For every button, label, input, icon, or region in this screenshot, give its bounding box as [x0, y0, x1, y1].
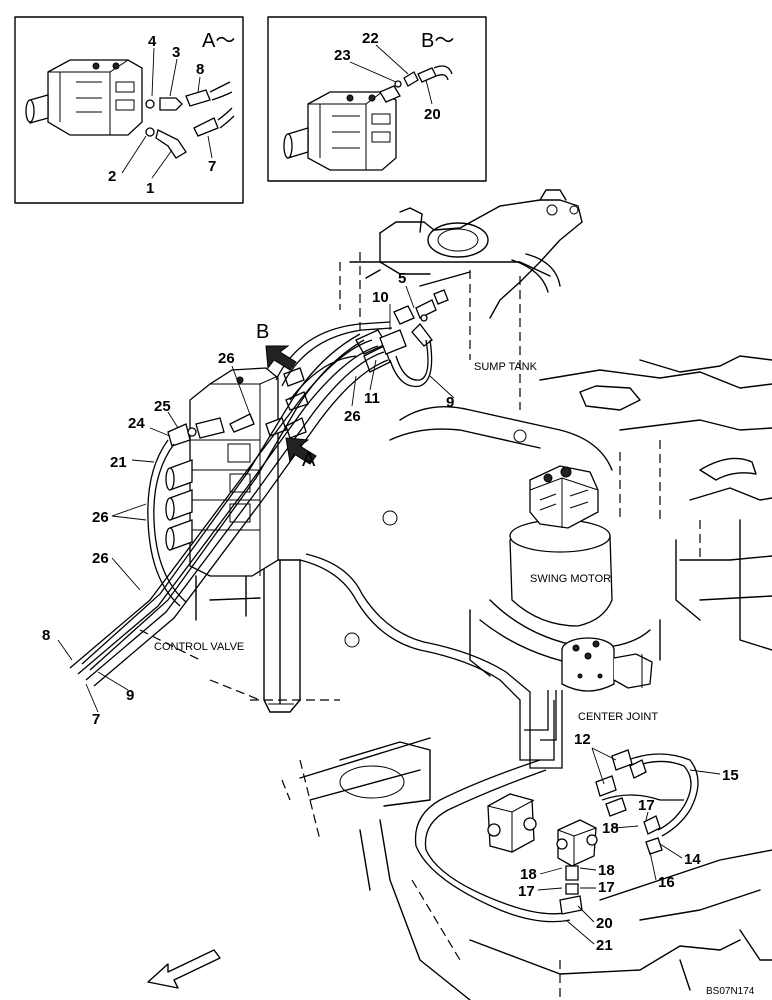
callout-18-left: 18 [520, 866, 537, 883]
callout-5: 5 [398, 270, 406, 287]
inset-a: A～ 4 3 8 2 1 7 [14, 16, 244, 204]
callout-17-right: 17 [638, 797, 655, 814]
callout-16: 16 [658, 874, 675, 891]
inset-b-frame [267, 16, 487, 182]
callout-25: 25 [154, 398, 171, 415]
leader-lines [57, 285, 721, 945]
callout-18-right: 18 [602, 820, 619, 837]
view-marker-a-label: A [302, 449, 316, 471]
callout-12: 12 [574, 731, 591, 748]
callout-20: 20 [424, 106, 441, 123]
view-marker-b: B [256, 321, 297, 371]
center-joint [561, 637, 653, 692]
label-sump-tank: SUMP TANK [474, 361, 538, 373]
inset-a-valve-block [25, 59, 143, 136]
control-valve [165, 367, 279, 621]
callout-26-mid: 26 [344, 408, 361, 425]
reference-code: BS07N174 [706, 986, 755, 997]
callout-3: 3 [172, 44, 180, 61]
inset-b-title: B～ [421, 30, 454, 52]
upper-hose-fittings [355, 289, 449, 373]
inset-a-title: A～ [202, 30, 235, 52]
callout-18-center: 18 [598, 862, 615, 879]
upper-frame [263, 189, 772, 713]
inset-a-frame [14, 16, 244, 204]
callout-22: 22 [362, 30, 379, 47]
control-valve-spools [165, 459, 193, 551]
callout-10: 10 [372, 289, 389, 306]
callout-15: 15 [722, 767, 739, 784]
lower-valves [487, 749, 663, 915]
inset-a-fittings [145, 81, 235, 159]
view-marker-a: A [285, 437, 317, 471]
callout-24: 24 [128, 415, 145, 432]
callout-20-main: 20 [596, 915, 613, 932]
callout-11: 11 [364, 390, 380, 407]
direction-arrow [147, 949, 221, 989]
callout-17-left: 17 [518, 883, 535, 900]
callout-23: 23 [334, 47, 351, 64]
callout-9-sump: 9 [446, 394, 454, 411]
label-center-joint: CENTER JOINT [578, 711, 658, 723]
callout-26-low: 26 [92, 550, 109, 567]
inset-b-valve-block [283, 85, 401, 171]
callout-8: 8 [196, 61, 204, 78]
lower-frame [139, 629, 772, 1000]
callout-1: 1 [146, 180, 154, 197]
callout-7: 7 [208, 158, 216, 175]
main-callouts: 5 10 11 26 26 26 26 9 25 24 21 8 9 7 12 … [42, 270, 739, 954]
callout-17-center: 17 [598, 879, 615, 896]
callout-21-main: 21 [596, 937, 613, 954]
inset-b: B～ 22 23 20 [267, 16, 487, 182]
callout-21-left: 21 [110, 454, 127, 471]
inset-b-fittings [394, 65, 453, 88]
callout-7-main: 7 [92, 711, 100, 728]
callout-4: 4 [148, 33, 157, 50]
label-control-valve: CONTROL VALVE [154, 641, 244, 653]
swing-motor [469, 465, 661, 677]
callout-9-main: 9 [126, 687, 134, 704]
view-marker-b-label: B [256, 321, 269, 343]
callout-26-left: 26 [92, 509, 109, 526]
callout-2: 2 [108, 168, 116, 185]
label-swing-motor: SWING MOTOR [530, 573, 611, 585]
control-valve-fittings [167, 367, 309, 447]
callout-8-main: 8 [42, 627, 50, 644]
callout-26-top: 26 [218, 350, 235, 367]
callout-14: 14 [684, 851, 701, 868]
